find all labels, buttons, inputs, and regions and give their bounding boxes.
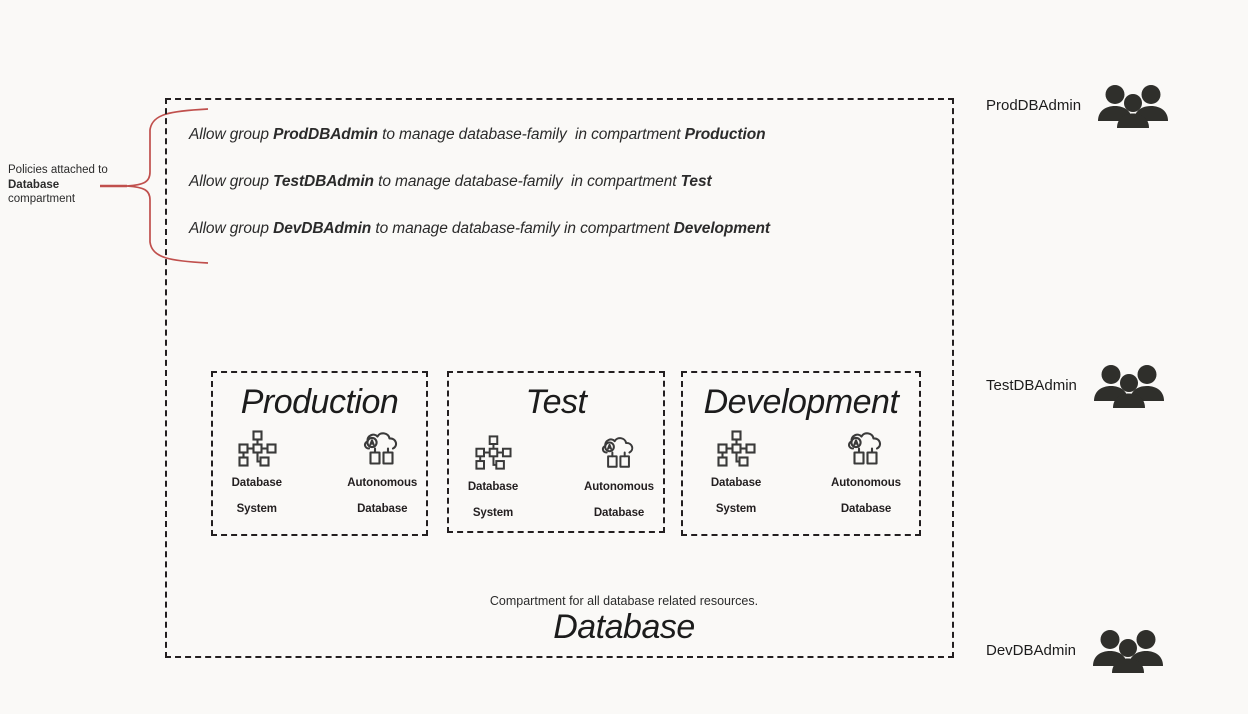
resource-label-line2: Database [357,503,408,515]
database-system-icon [449,432,537,474]
red-curly-brace [100,108,209,264]
group-dev-db-admin: DevDBAdmin [986,627,1166,673]
subcompartment-test: Test [447,371,665,533]
user-group-icon [1093,630,1164,673]
resource-autonomous-database: Autonomous Database [575,432,663,519]
policy-prefix: Allow group [189,126,274,143]
resource-database-system: Database System [449,432,537,519]
resource-label-line2: Database [593,507,645,519]
resource-label-line1: Autonomous [584,481,654,493]
group-prod-db-admin: ProdDBAdmin [986,82,1171,128]
policy-statement-dev: Allow group DevDBAdmin to manage databas… [189,220,909,238]
resource-label-line2: System [715,503,757,515]
policy-compartment-name: Test [680,172,712,190]
resource-row: Database System [449,432,663,519]
group-test-db-admin: TestDBAdmin [986,362,1167,408]
resource-row: Database System [213,428,426,515]
database-compartment-caption: Compartment for all database related res… [489,594,759,608]
group-label: DevDBAdmin [986,641,1077,659]
autonomous-database-icon [339,428,427,470]
subcompartment-development: Development [681,371,921,536]
policy-middle: to manage database-family in compartment [377,126,685,143]
resource-database-system: Database System [690,428,782,515]
resource-label-line1: Database [710,477,762,489]
policy-compartment-name: Production [684,126,766,143]
user-group-icon [1093,365,1164,408]
autonomous-database-icon [820,428,912,470]
policy-statement-list: Allow group ProdDBAdmin to manage databa… [189,126,909,266]
database-system-icon [690,428,782,470]
policy-statement-prod: Allow group ProdDBAdmin to manage databa… [189,126,909,144]
resource-label-line2: System [236,503,277,515]
policy-statement-test: Allow group TestDBAdmin to manage databa… [189,173,909,191]
database-compartment [165,98,954,658]
policy-group-name: TestDBAdmin [273,172,374,190]
database-system-icon [213,428,301,470]
policy-prefix: Allow group [189,219,274,237]
policy-prefix: Allow group [189,172,274,190]
policy-middle: to manage database-family in compartment [371,219,674,237]
resource-row: Database System [683,428,919,515]
database-compartment-title: Database [553,608,695,646]
policy-middle: to manage database-family in compartment [373,172,681,190]
user-group-icon [1098,85,1169,128]
resource-label-line2: Database [840,503,892,515]
resource-label-line1: Database [467,481,519,493]
resource-autonomous-database: Autonomous Database [820,428,912,515]
resource-label-line1: Autonomous [347,477,418,489]
resource-label-line1: Autonomous [831,477,901,489]
resource-label-line1: Database [231,477,282,489]
policy-annotation-line2: Database [8,178,60,191]
policy-annotation: Policies attached to Database compartmen… [8,163,128,207]
group-label: TestDBAdmin [986,376,1077,394]
policy-annotation-line3: compartment [8,193,76,206]
policy-group-name: ProdDBAdmin [273,126,378,143]
subcompartment-production: Production [211,371,428,536]
resource-label-line2: System [472,507,514,519]
autonomous-database-icon [575,432,663,474]
policy-compartment-name: Development [673,219,770,237]
group-label: ProdDBAdmin [986,96,1082,114]
policy-annotation-line1: Policies attached to [8,164,108,176]
resource-database-system: Database System [213,428,301,515]
resource-autonomous-database: Autonomous Database [339,428,427,515]
subcompartment-title: Development [703,383,899,421]
policy-group-name: DevDBAdmin [273,219,372,237]
subcompartment-title: Production [240,383,399,421]
subcompartment-title: Test [525,383,587,421]
